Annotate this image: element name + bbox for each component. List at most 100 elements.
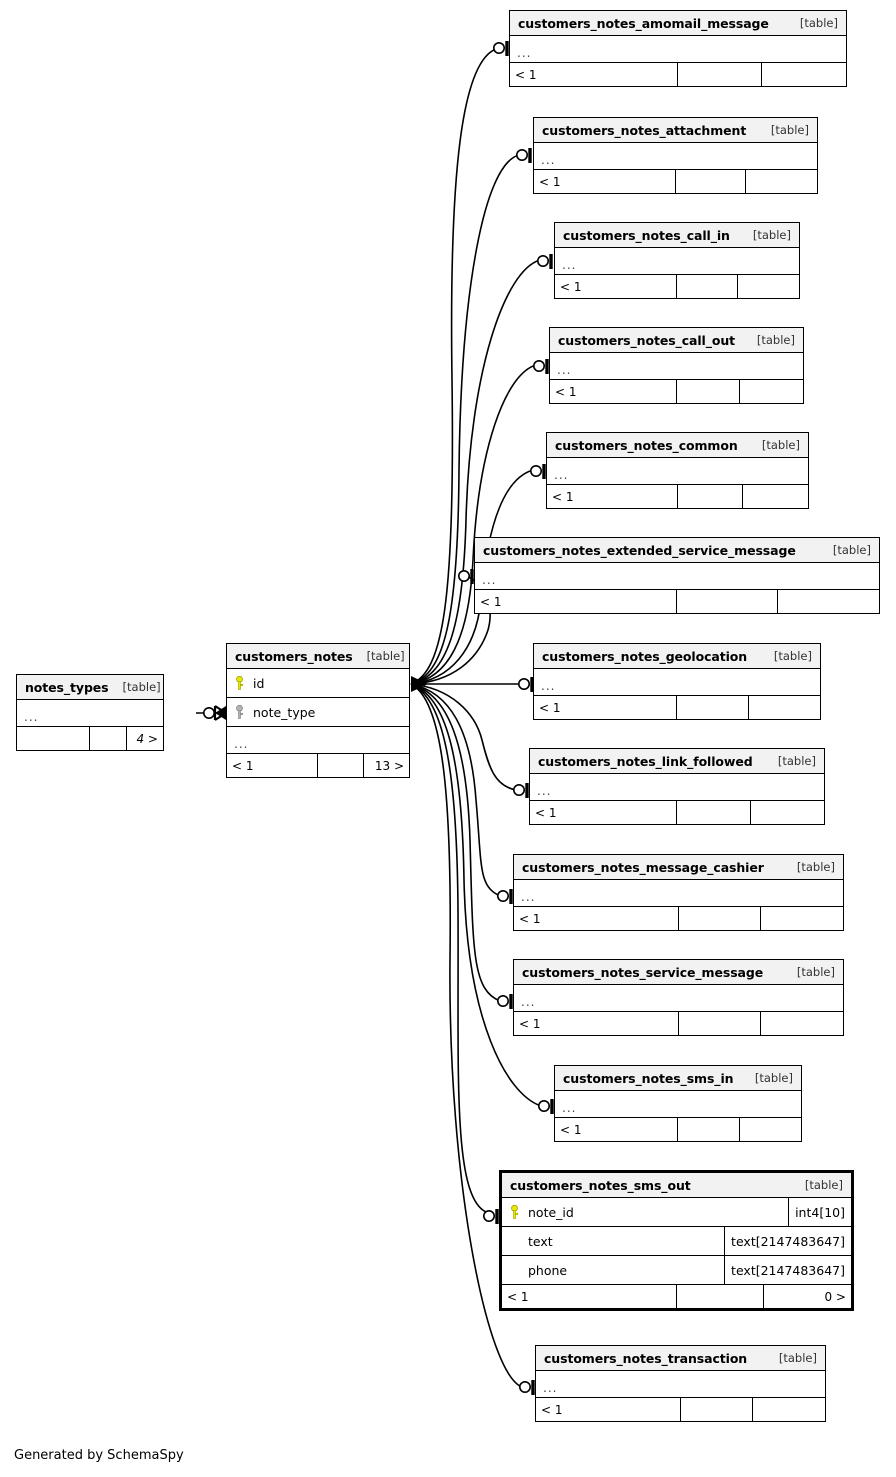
table-footer: < 1 [547, 485, 808, 508]
edge-to-call-out [410, 364, 537, 685]
footer-child-count [740, 1118, 802, 1141]
table-name: customers_notes_transaction [544, 1350, 748, 1366]
table-type-tag: [table] [796, 965, 835, 979]
marker-hub-arrow [411, 676, 428, 692]
marker-circle-link-followed [512, 783, 525, 796]
table-row[interactable]: phone text[2147483647] [502, 1256, 851, 1285]
table-name: customers_notes_message_cashier [522, 859, 764, 875]
column-ellipsis: ... [543, 1381, 558, 1395]
footer-middle [678, 485, 743, 508]
edge-to-link-followed [410, 683, 517, 791]
table-columns: ... [510, 36, 846, 63]
table-header: customers_notes_service_message [table] [514, 960, 843, 985]
table-footer: < 1 [514, 1012, 843, 1035]
footer-child-count [749, 696, 821, 719]
footer-parent-count: < 1 [227, 754, 318, 777]
table-name: customers_notes_call_out [558, 332, 736, 348]
footer-parent-count: < 1 [475, 590, 677, 613]
footer-child-count [751, 801, 825, 824]
footer-child-count [761, 1012, 843, 1035]
column-ellipsis: ... [482, 573, 497, 587]
table-name: customers_notes_attachment [542, 122, 747, 138]
table-name: customers_notes_link_followed [538, 753, 753, 769]
marker-crowfoot-fill-notes-types [215, 706, 226, 720]
table-node-customers-notes-message-cashier[interactable]: customers_notes_message_cashier [table] … [513, 854, 844, 931]
table-node-customers-notes-common[interactable]: customers_notes_common [table] ... < 1 [546, 432, 809, 509]
table-type-tag: [table] [773, 649, 812, 663]
column-name: note_type [253, 704, 316, 720]
table-node-customers-notes[interactable]: customers_notes [table] id [226, 643, 410, 778]
table-footer: < 1 [510, 63, 846, 86]
table-node-customers-notes-attachment[interactable]: customers_notes_attachment [table] ... <… [533, 117, 818, 194]
table-node-customers-notes-transaction[interactable]: customers_notes_transaction [table] ... … [535, 1345, 826, 1422]
table-header: customers_notes_geolocation [table] [534, 644, 820, 669]
table-header: customers_notes_common [table] [547, 433, 808, 458]
footer-parent-count: < 1 [502, 1285, 677, 1308]
table-node-customers-notes-amomail-message[interactable]: customers_notes_amomail_message [table] … [509, 10, 847, 87]
marker-circle-attachment [515, 149, 528, 162]
footer-middle [677, 275, 738, 298]
column-name-cell: phone [502, 1263, 724, 1278]
table-footer: < 1 13 > [227, 754, 409, 777]
table-footer: < 1 [536, 1398, 825, 1421]
edge-to-message-cashier [410, 683, 501, 897]
marker-circle-service-msg [496, 994, 509, 1007]
footer-child-count [761, 907, 843, 930]
table-row: ... [555, 248, 799, 275]
footer-parent-count: < 1 [534, 696, 677, 719]
table-node-customers-notes-service-message[interactable]: customers_notes_service_message [table] … [513, 959, 844, 1036]
table-type-tag: [table] [754, 1071, 793, 1085]
table-node-customers-notes-geolocation[interactable]: customers_notes_geolocation [table] ... … [533, 643, 821, 720]
footer-middle [90, 727, 127, 750]
column-name: phone [528, 1262, 568, 1278]
footer-middle [677, 696, 749, 719]
table-node-customers-notes-call-in[interactable]: customers_notes_call_in [table] ... < 1 [554, 222, 800, 299]
table-row: ... [547, 458, 808, 485]
table-row[interactable]: id [227, 669, 409, 698]
footer-middle [677, 590, 778, 613]
table-row: ... [510, 36, 846, 63]
marker-circle-sms-in [537, 1100, 550, 1113]
table-node-customers-notes-link-followed[interactable]: customers_notes_link_followed [table] ..… [529, 748, 825, 825]
column-ellipsis: ... [557, 363, 572, 377]
footer-parent-count: < 1 [555, 1118, 678, 1141]
table-node-customers-notes-call-out[interactable]: customers_notes_call_out [table] ... < 1 [549, 327, 804, 404]
column-name: id [253, 675, 265, 691]
footer-parent-count: < 1 [530, 801, 677, 824]
table-type-tag: [table] [778, 1351, 817, 1365]
table-row[interactable]: text text[2147483647] [502, 1227, 851, 1256]
column-name-cell: note_id [502, 1205, 788, 1220]
table-row[interactable]: note_type [227, 698, 409, 727]
marker-circle-common [529, 464, 542, 477]
table-type-tag: [table] [804, 1178, 843, 1192]
footer-parent-count: < 1 [534, 170, 676, 193]
table-type-tag: [table] [777, 754, 816, 768]
column-ellipsis: ... [541, 153, 556, 167]
column-ellipsis: ... [537, 784, 552, 798]
table-node-notes-types[interactable]: notes_types [table] ... 4 > [16, 674, 164, 751]
table-row: ... [227, 727, 409, 754]
table-name: customers_notes_geolocation [542, 648, 748, 664]
table-columns: ... [514, 880, 843, 907]
table-name: customers_notes_amomail_message [518, 15, 769, 31]
marker-circle-notes-types [203, 706, 216, 719]
table-node-customers-notes-sms-out[interactable]: customers_notes_sms_out [table] note_id … [499, 1170, 854, 1311]
table-row: ... [534, 669, 820, 696]
footer-parent-count: < 1 [547, 485, 678, 508]
table-name: customers_notes_extended_service_message [483, 542, 796, 558]
table-row[interactable]: note_id int4[10] [502, 1198, 851, 1227]
footer-child-count [743, 485, 808, 508]
table-columns: ... [550, 353, 803, 380]
table-node-customers-notes-extended-service-message[interactable]: customers_notes_extended_service_message… [474, 537, 880, 614]
primary-key-icon [235, 676, 244, 690]
table-columns: ... [555, 248, 799, 275]
table-columns: ... [530, 774, 824, 801]
table-row: ... [475, 563, 879, 590]
table-name: customers_notes_common [555, 437, 738, 453]
table-columns: ... [534, 143, 817, 170]
footer-middle [677, 1285, 764, 1308]
table-node-customers-notes-sms-in[interactable]: customers_notes_sms_in [table] ... < 1 [554, 1065, 802, 1142]
footer-parent-count: < 1 [514, 907, 679, 930]
table-header: customers_notes_amomail_message [table] [510, 11, 846, 36]
table-footer: < 1 [514, 907, 843, 930]
